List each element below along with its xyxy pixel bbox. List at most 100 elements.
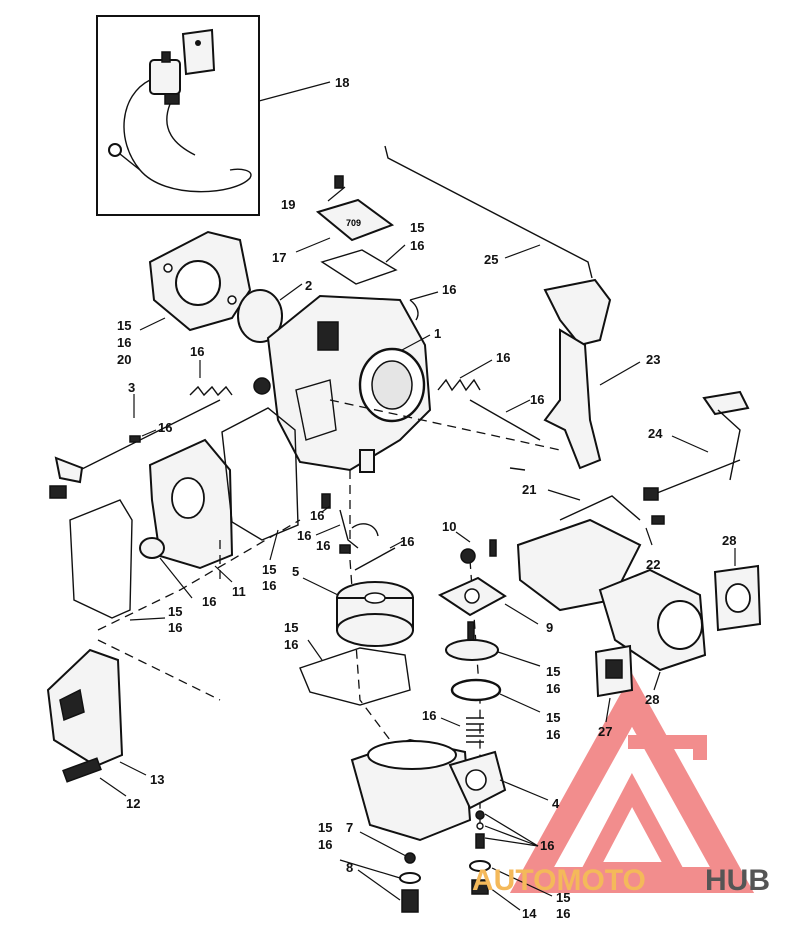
leader-15g	[307, 639, 323, 661]
leader-15d	[129, 617, 166, 621]
shaft-lever	[54, 456, 84, 484]
callout-14: 14	[522, 906, 537, 921]
callout-8: 8	[346, 860, 353, 875]
leader-15c	[269, 529, 279, 561]
gasket-hole-1	[163, 263, 173, 273]
solenoid-plunger	[161, 51, 171, 63]
callout-16: 16	[530, 392, 544, 407]
callout-16: 16	[262, 578, 276, 593]
leader-16h	[321, 505, 331, 513]
diaphragm-2	[237, 289, 283, 343]
leader-15-20	[139, 317, 166, 331]
callout-28: 28	[645, 692, 659, 707]
leader-25	[504, 244, 541, 259]
lever-23-head	[543, 278, 612, 347]
callout-2: 2	[305, 278, 312, 293]
choke-lever-24	[643, 390, 750, 501]
callout-15: 15	[318, 820, 332, 835]
solenoid-terminal	[164, 93, 180, 105]
callout-16: 16	[310, 508, 324, 523]
leader-16s-a	[484, 813, 539, 847]
leader-18a	[258, 81, 331, 102]
leader-17	[295, 237, 331, 253]
pump-spring	[466, 717, 484, 743]
clip-16-top	[409, 299, 419, 321]
pump-gasket	[450, 678, 502, 702]
callout-24: 24	[648, 426, 663, 441]
gasket-middle	[221, 407, 299, 541]
callout-7: 7	[346, 820, 353, 835]
leader-8	[357, 869, 401, 901]
bowl-gasket	[299, 647, 411, 706]
callout-16: 16	[202, 594, 216, 609]
leader-16s-c	[484, 837, 539, 847]
leader-16l	[159, 557, 193, 599]
leader-16b	[409, 291, 439, 301]
drain-washer	[399, 872, 421, 884]
cover-plate-17	[315, 198, 395, 242]
dashline-5	[349, 470, 421, 781]
callout-16: 16	[556, 906, 570, 921]
dashline-1	[329, 399, 561, 451]
float-needle-hinge	[339, 509, 359, 549]
leader-lines	[99, 186, 736, 911]
lever-24-shaft	[651, 459, 741, 496]
callout-4: 4	[552, 796, 560, 811]
intake-horn-bore	[657, 600, 703, 650]
leader-10	[455, 531, 471, 543]
leader-15e	[497, 651, 541, 667]
pump-stack	[437, 539, 507, 743]
leader-27	[605, 697, 611, 723]
bowl-rim	[367, 740, 457, 770]
callout-labels: 18 19 17 15 16 25 2 16 15 16 20 1 16 16 …	[117, 75, 736, 921]
watermark-triangle-notch	[628, 735, 707, 760]
float-chamber-cover-11	[148, 438, 234, 570]
callout-5: 5	[292, 564, 299, 579]
plug-16	[139, 537, 165, 559]
leader-19	[327, 186, 346, 202]
leader-2	[279, 283, 303, 301]
nut-10	[460, 548, 476, 564]
plug-14	[471, 879, 489, 895]
dashline-3	[97, 639, 221, 701]
callout-25: 25	[484, 252, 498, 267]
callout-18: 18	[335, 75, 349, 90]
check-screw	[475, 833, 485, 849]
pin-16-right	[509, 467, 526, 471]
callout-16: 16	[117, 335, 131, 350]
callout-16: 16	[546, 681, 560, 696]
idle-screw-right	[469, 399, 541, 441]
callout-16: 16	[158, 420, 172, 435]
callout-9: 9	[546, 620, 553, 635]
float-bottom	[336, 613, 414, 647]
callout-15: 15	[168, 604, 182, 619]
watermark-text-hub: HUB	[705, 864, 770, 897]
watermark-triangle-outer	[509, 673, 755, 893]
leader-14	[489, 887, 521, 911]
pump-diaphragm	[445, 639, 499, 661]
washer-15-16	[469, 860, 491, 872]
throat-venturi	[371, 360, 413, 410]
callout-13: 13	[150, 772, 164, 787]
callout-16: 16	[316, 538, 330, 553]
drain-screw-7	[404, 852, 416, 864]
solenoid-wire-2	[166, 103, 196, 156]
check-valve-group	[469, 810, 491, 895]
leader-11	[214, 565, 233, 583]
callout-16: 16	[190, 344, 204, 359]
watermark-text-automoto: AUTOMOTO	[472, 864, 646, 897]
idle-spring-left	[189, 385, 233, 397]
solenoid-wire	[123, 79, 252, 193]
lever-24-tab	[702, 390, 750, 416]
callout-15: 15	[546, 664, 560, 679]
leader-15i	[491, 867, 553, 897]
callout-16: 16	[168, 620, 182, 635]
carburetor-body	[266, 294, 432, 473]
screw-12	[62, 757, 102, 783]
link-rod	[384, 145, 593, 279]
intake-screen-27-center	[605, 659, 623, 679]
pump-plunger-rod	[467, 621, 475, 641]
misc-small-parts	[321, 299, 526, 554]
inset-frame	[96, 15, 260, 216]
